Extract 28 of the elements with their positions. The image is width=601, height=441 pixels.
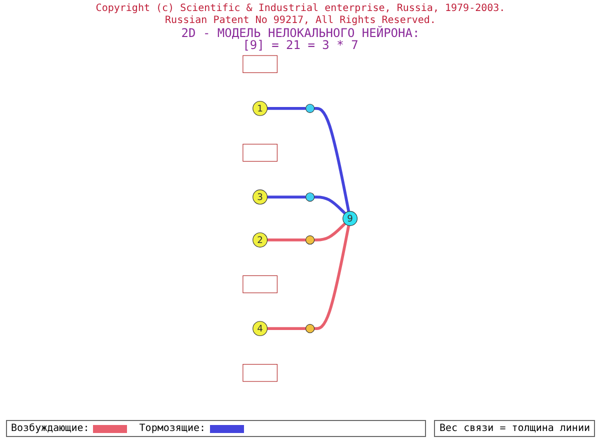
connector: [268, 107, 306, 110]
connector: [314, 196, 346, 214]
node-box: [243, 55, 278, 73]
node-circle: 2: [253, 232, 268, 248]
connector: [268, 327, 306, 330]
node-circle: 9: [342, 211, 358, 226]
node-circle: [306, 104, 315, 113]
note: Вес связи = толщина линии: [434, 420, 595, 437]
node-box: [243, 144, 278, 162]
connector: [314, 107, 350, 212]
node-circle: [306, 235, 315, 245]
copyright-text: Copyright (c) Scientific & Industrial enterprise, Russia, 1979-2003.: [94, 3, 506, 15]
node-circle: 4: [253, 321, 268, 336]
node-circle: 3: [253, 190, 268, 204]
formula-text: [9] = 21 = 3 * 7: [242, 39, 360, 51]
node-circle: [306, 324, 315, 334]
connector: [268, 238, 306, 242]
legend-label: Тормозящие:: [139, 423, 206, 434]
node-box: [243, 364, 278, 382]
connector: [268, 196, 306, 198]
title: 2D - МОДЕЛЬ НЕЛОКАЛЬНОГО НЕЙРОНА:: [180, 27, 421, 39]
node-circle: [306, 192, 315, 202]
connector: [314, 225, 350, 330]
node-circle: 1: [253, 100, 268, 116]
node-box: [243, 275, 278, 294]
connector: [314, 222, 346, 242]
legend-label: Возбуждающие:: [11, 423, 90, 434]
patent-text: Russian Patent No 99217, All Rights Reserved.: [164, 15, 437, 26]
